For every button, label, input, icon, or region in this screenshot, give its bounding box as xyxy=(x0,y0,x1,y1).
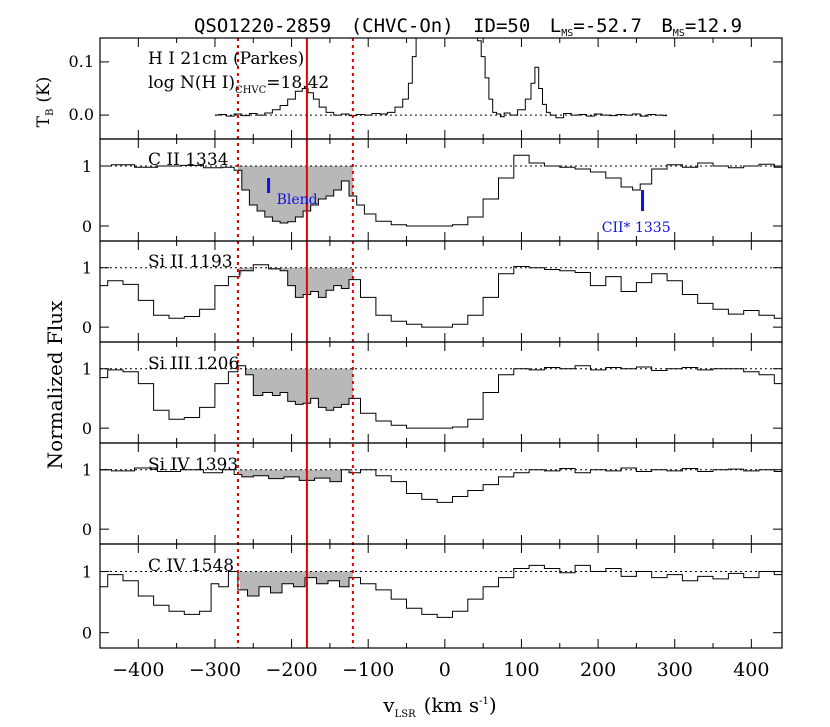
y-axis-title: Normalized Flux xyxy=(43,300,67,469)
hi-spectrum-line xyxy=(214,38,668,119)
abs-ytick-label-1-1: 1 xyxy=(82,259,92,278)
abs-plot-area-2 xyxy=(100,365,782,429)
title-l-val: =-52.7 xyxy=(573,15,642,37)
hi-ylabel-main: T xyxy=(34,115,54,127)
abs-ytick-label-2-1: 1 xyxy=(82,360,92,379)
title-b-sub: MS xyxy=(673,28,685,39)
xlabel-close: ) xyxy=(489,693,497,717)
panel-label-si4: Si IV 1393 xyxy=(148,455,238,475)
title-b-main: B xyxy=(661,15,672,37)
abs-ytick-label-1-0: 0 xyxy=(82,318,92,337)
xtick-label-0: −400 xyxy=(112,659,164,681)
abs-ytick-label-2-0: 0 xyxy=(82,419,92,438)
annot-cii-star: CII* 1335 xyxy=(602,220,671,236)
title-l-main: L xyxy=(550,15,561,37)
xtick-label-3: −100 xyxy=(342,659,394,681)
title-b-val: =12.9 xyxy=(685,15,742,37)
abs-shade-2 xyxy=(237,368,353,411)
hi-ylabel-unit: (K) xyxy=(34,77,54,103)
abs-shade-0 xyxy=(237,166,353,223)
abs-plot-area-3 xyxy=(100,467,782,503)
title-mode: (CHVC-On) xyxy=(351,15,454,37)
abs-plot-area-1 xyxy=(100,264,782,328)
panel-frame-5 xyxy=(99,543,783,649)
abs-ytick-label-3-0: 0 xyxy=(82,520,92,539)
abs-spectrum-3 xyxy=(100,467,782,503)
hi-panel-label: H I 21cm (Parkes) xyxy=(148,49,304,69)
abs-plot-area-4 xyxy=(100,564,782,618)
abs-shade-1 xyxy=(237,267,353,298)
hi-ylabel-sub: B xyxy=(45,109,56,116)
hi-column-label: log N(H I)CHVC=18.42 xyxy=(148,73,329,96)
xtick-label-8: 400 xyxy=(733,659,769,681)
hi-label2-sub: CHVC xyxy=(235,85,267,96)
hi-ytick-label-0: 0.0 xyxy=(69,105,94,124)
panel-label-c2: C II 1334 xyxy=(148,150,229,170)
abs-ytick-label-0-0: 0 xyxy=(82,217,92,236)
abs-ytick-label-4-0: 0 xyxy=(82,624,92,643)
title-object: QSO1220-2859 xyxy=(194,15,331,37)
xlabel-exp: -1 xyxy=(479,696,489,707)
abs-ytick-label-0-1: 1 xyxy=(82,157,92,176)
hi-label2-main: log N(H I) xyxy=(148,73,235,93)
xtick-label-2: −200 xyxy=(265,659,317,681)
chart-title: QSO1220-2859 (CHVC-On) ID=50 LMS=-52.7 B… xyxy=(194,15,742,39)
hi-ytick-label-1: 0.1 xyxy=(69,52,94,71)
abs-spectrum-2 xyxy=(100,365,782,429)
panels-group: 0.0 0.1 0 1 0 1 0 1 0 1 0 1 −400 −300 −200 −100 0 100 200 3… xyxy=(69,37,783,681)
title-l-sub: MS xyxy=(561,28,573,39)
abs-spectrum-1 xyxy=(100,264,782,328)
abs-spectrum-4 xyxy=(100,564,782,618)
xtick-label-5: 100 xyxy=(503,659,539,681)
title-id: ID=50 xyxy=(473,15,530,37)
xlabel-main: v xyxy=(382,693,395,717)
hi-y-axis-title: TB (K) xyxy=(34,77,56,128)
x-axis-title: vLSR (km s-1) xyxy=(382,693,496,720)
abs-spectrum-0 xyxy=(100,154,782,227)
panel-label-si2: Si II 1193 xyxy=(148,252,233,272)
xtick-label-6: 200 xyxy=(580,659,616,681)
hi-label2-val: =18.42 xyxy=(266,73,329,93)
abs-ytick-label-3-1: 1 xyxy=(82,461,92,480)
xlabel-sub: LSR xyxy=(395,709,416,720)
annot-blend: Blend xyxy=(277,192,318,208)
panel-label-si3: Si III 1206 xyxy=(148,354,239,374)
xtick-label-4: 0 xyxy=(439,659,451,681)
xtick-label-7: 300 xyxy=(657,659,693,681)
abs-ytick-label-4-1: 1 xyxy=(82,563,92,582)
abs-shade-3 xyxy=(237,469,353,482)
panel-label-c4: C IV 1548 xyxy=(148,556,234,576)
xlabel-rest: (km s xyxy=(424,693,480,717)
hi-plot-area xyxy=(214,38,668,119)
abs-plot-area-0 xyxy=(100,154,782,227)
xtick-label-1: −300 xyxy=(189,659,241,681)
abs-shade-4 xyxy=(237,571,353,596)
